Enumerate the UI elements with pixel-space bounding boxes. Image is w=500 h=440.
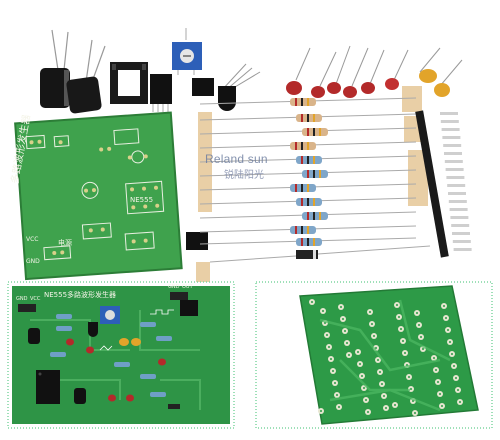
kit-board-chip-label: NE555 <box>130 196 154 204</box>
transistor <box>218 63 261 111</box>
assembled-vcc-label: VCC <box>30 296 41 302</box>
electrolytic-capacitors <box>40 29 106 114</box>
kit-board-power-label: 电源 <box>58 239 72 247</box>
assembled-gnd-label: GND <box>168 284 180 290</box>
pin-header <box>415 110 472 258</box>
ne555-chip <box>150 74 172 112</box>
assembled-board-panel <box>7 281 235 429</box>
assembled-board-title: NE555多路波形发生器 <box>44 291 117 299</box>
watermark-brand-cn: 锐陆阳光 <box>224 170 264 181</box>
assembled-gnd2-label: GND <box>16 296 28 302</box>
dc-jacks <box>186 78 214 250</box>
assembled-out-label: OUT <box>182 284 193 290</box>
bare-pcb-panel <box>255 281 493 429</box>
kit-board-vcc: VCC <box>26 236 39 243</box>
ic-socket <box>110 62 148 104</box>
ceramic-capacitors <box>286 45 463 98</box>
resistors <box>199 97 417 246</box>
kit-pcb <box>14 111 183 281</box>
diode <box>209 245 431 263</box>
kit-board-gnd: GND <box>26 258 40 265</box>
watermark-brand: Reland sun <box>205 152 268 166</box>
potentiometer <box>172 28 202 75</box>
